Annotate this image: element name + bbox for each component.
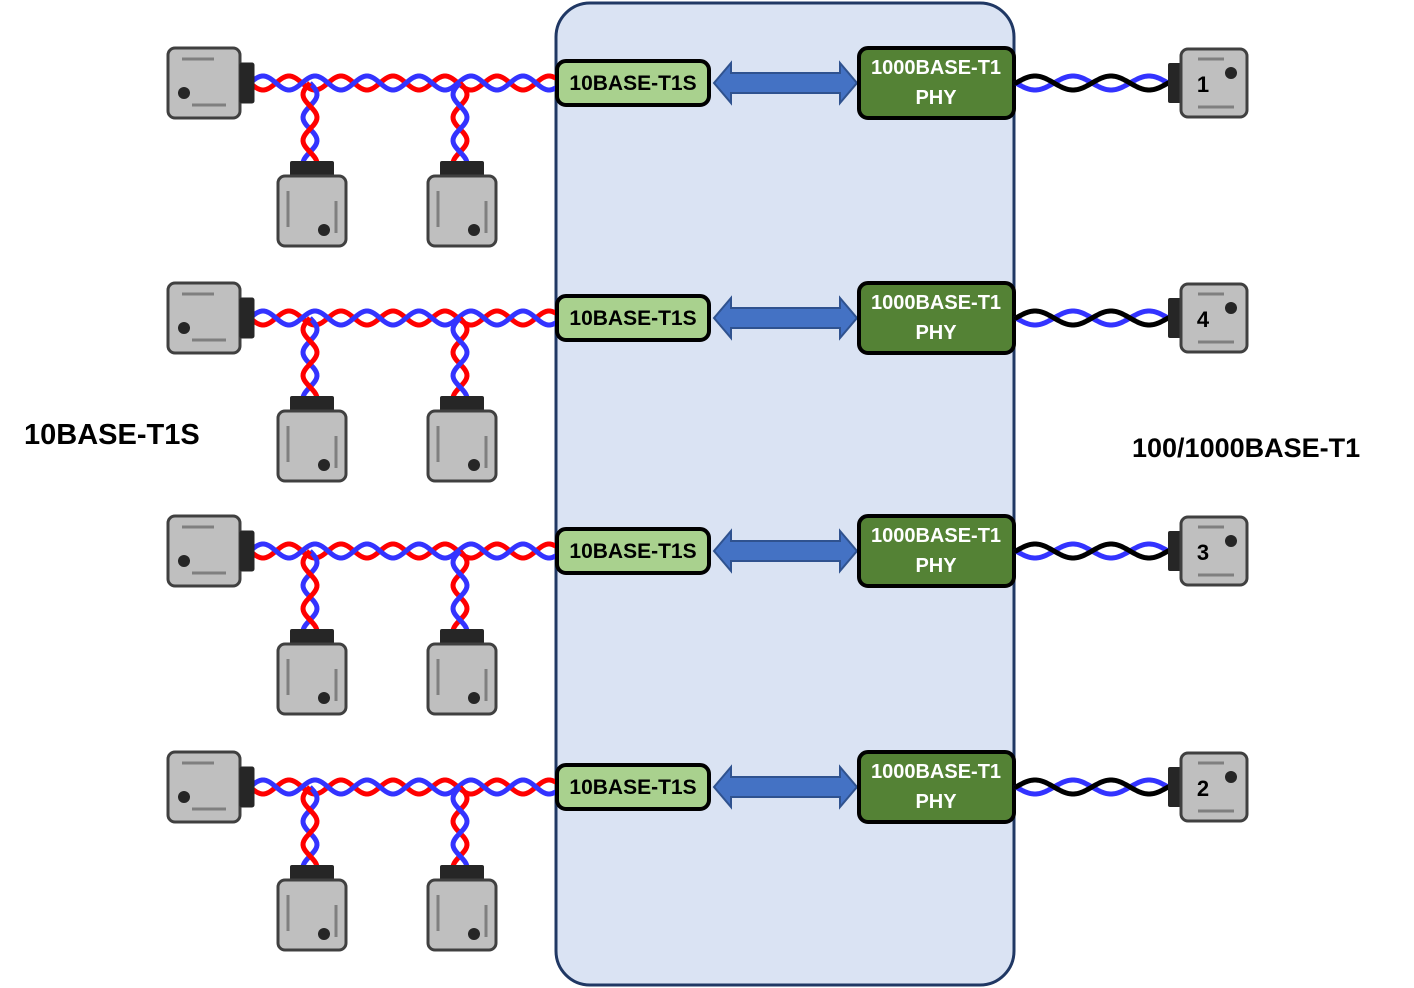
wire-strand [300,81,320,166]
wire-strand [1013,73,1171,93]
ecu-node-connector [166,750,255,824]
wire-strand [1013,777,1171,797]
t1s-mac-box [555,59,711,107]
wire-strand [1013,541,1171,561]
connector-plug [1168,298,1182,338]
right-bus-label: 100/1000BASE-T1 [1132,433,1360,463]
ecu-node-connector [166,514,255,588]
connector-dot [318,459,330,471]
t1s-mac-label: 10BASE-T1S [569,307,696,330]
wire-strand [300,549,320,634]
wire-strand [300,785,320,870]
phy-label-line1: 1000BASE-T1 [871,761,1001,783]
phy-label-line1: 1000BASE-T1 [871,292,1001,314]
phy-label-line2: PHY [915,322,957,344]
port-number-label: 3 [1197,540,1209,565]
phy-label-line2: PHY [915,555,957,577]
wire-strand [300,316,320,401]
connector-dot [468,224,480,236]
left-bus-label: 10BASE-T1S [24,419,200,451]
connector-plug [1168,531,1182,571]
wire-strand [247,308,559,328]
connector-body [1179,515,1249,587]
connector-dot [178,555,190,567]
t1s-mac-box [555,527,711,575]
connector-dot [318,224,330,236]
connector-dot [318,692,330,704]
connector-plug [440,396,484,412]
connector-dot [178,791,190,803]
port-connector: 1 [1168,47,1249,119]
connector-plug [239,766,255,808]
phy-label-line1: 1000BASE-T1 [871,525,1001,547]
connector-body [1179,47,1249,119]
t1s-mac-label: 10BASE-T1S [569,540,696,563]
connector-dot [318,928,330,940]
phy-label-line2: PHY [915,791,957,813]
connector-body [1179,282,1249,354]
port-number-label: 1 [1197,72,1209,97]
wire-strand [247,777,559,797]
connector-plug [239,62,255,104]
connector-dot [1225,302,1237,314]
connector-dot [468,928,480,940]
phy-label-line2: PHY [915,87,957,109]
t1s-mac-label: 10BASE-T1S [569,776,696,799]
connector-dot [468,459,480,471]
ecu-node-connector [166,281,255,355]
connector-dot [178,322,190,334]
ecu-node-connector [426,161,498,248]
connector-plug [290,396,334,412]
ecu-node-connector [276,161,348,248]
connector-plug [290,161,334,177]
wire-strand [247,541,559,561]
wire-strand [1013,308,1171,328]
connector-dot [178,87,190,99]
connector-plug [440,161,484,177]
ecu-node-connector [276,865,348,952]
connector-plug [440,865,484,881]
connector-plug [1168,63,1182,103]
port-connector: 2 [1168,751,1249,823]
wire-strand [450,81,470,166]
port-number-label: 4 [1197,307,1210,332]
connector-body [1179,751,1249,823]
connector-dot [1225,771,1237,783]
connector-plug [290,865,334,881]
ecu-node-connector [276,629,348,716]
t1s-mac-box [555,294,711,342]
phy-label-line1: 1000BASE-T1 [871,57,1001,79]
port-connector: 4 [1168,282,1249,354]
connector-plug [440,629,484,645]
t1s-mac-box [555,763,711,811]
ecu-node-connector [426,396,498,483]
connector-plug [239,530,255,572]
connector-dot [468,692,480,704]
wire-strand [450,785,470,870]
connector-plug [1168,767,1182,807]
connector-plug [239,297,255,339]
rows-layer: 10BASE-T1S1000BASE-T1PHY110BASE-T1S1000B… [166,46,1249,952]
connector-plug [290,629,334,645]
wire-strand [247,73,559,93]
ecu-node-connector [276,396,348,483]
ecu-node-connector [426,629,498,716]
ecu-node-connector [166,46,255,120]
wire-strand [450,316,470,401]
wire-strand [450,549,470,634]
port-connector: 3 [1168,515,1249,587]
ecu-node-connector [426,865,498,952]
switch-box [554,1,1016,987]
connector-dot [1225,535,1237,547]
t1s-mac-label: 10BASE-T1S [569,72,696,95]
connector-dot [1225,67,1237,79]
port-number-label: 2 [1197,776,1209,801]
